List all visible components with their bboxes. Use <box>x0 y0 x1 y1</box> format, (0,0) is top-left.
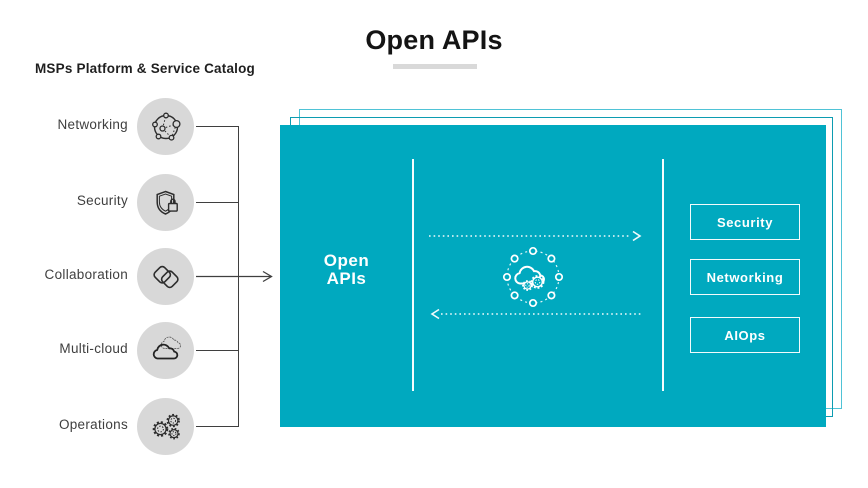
catalog-label-multi-cloud: Multi-cloud <box>59 341 128 356</box>
module-chip-aiops: AIOps <box>690 317 800 353</box>
catalog-icon-circle <box>137 398 194 455</box>
module-chip-security: Security <box>690 204 800 240</box>
panel-divider-right <box>662 159 664 391</box>
title-underline <box>393 64 477 69</box>
page-title: Open APIs <box>365 25 503 55</box>
connector-line <box>196 350 239 352</box>
catalog-label-networking: Networking <box>57 117 128 132</box>
gears-icon <box>152 413 180 439</box>
dotted-arrow-right <box>429 230 642 242</box>
connector-line <box>196 126 239 128</box>
connector-line <box>196 202 239 204</box>
open-apis-panel <box>280 125 826 427</box>
catalog-to-apis-arrow <box>196 270 273 283</box>
catalog-label-operations: Operations <box>58 417 128 432</box>
dotted-arrow-left <box>430 308 643 320</box>
catalog-icon-circle <box>137 98 194 155</box>
catalog-icon-circle <box>137 248 194 305</box>
panel-title-line1: Open <box>323 251 370 270</box>
panel-title-line2: APIs <box>326 268 367 288</box>
overlapping-squares-icon <box>152 265 179 288</box>
connector-line <box>196 426 239 428</box>
catalog-label-security: Security <box>76 193 128 208</box>
catalog-heading: MSPs Platform & Service Catalog <box>34 61 256 76</box>
multi-cloud-icon <box>152 336 181 359</box>
network-nodes-icon <box>151 112 181 141</box>
panel-divider-left <box>412 159 414 391</box>
catalog-icon-circle <box>137 174 194 231</box>
shield-lock-icon <box>155 190 178 215</box>
catalog-icon-circle <box>137 322 194 379</box>
catalog-label-collaboration: Collaboration <box>44 267 128 282</box>
panel-title: Open APIs <box>280 252 413 287</box>
cloud-gears-network-icon <box>502 246 564 308</box>
module-chip-networking: Networking <box>690 259 800 295</box>
